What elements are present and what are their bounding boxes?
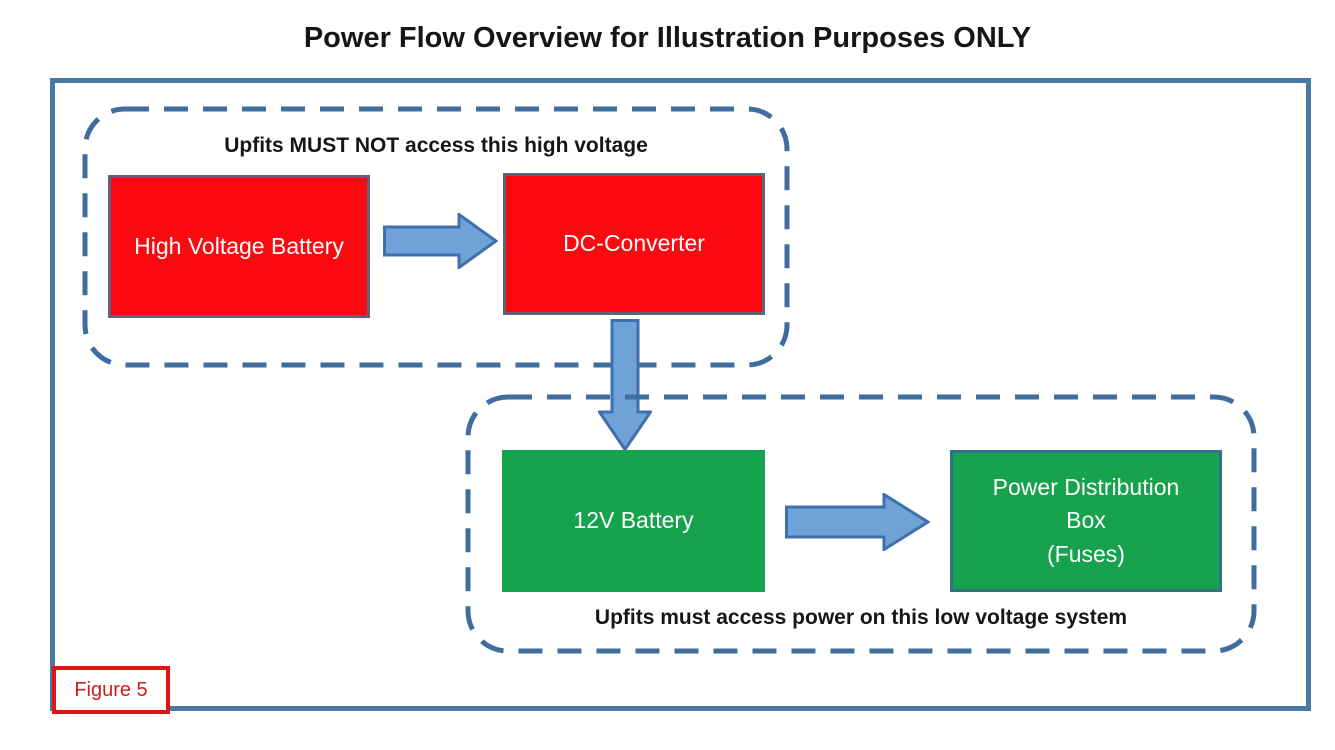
flow-arrow-right-icon — [785, 493, 930, 551]
node-high-voltage-battery: High Voltage Battery — [108, 175, 370, 318]
node-power-distribution-box-line2: Box — [1066, 507, 1106, 534]
node-12v-battery: 12V Battery — [502, 450, 765, 592]
flow-arrow-right-icon — [383, 213, 498, 269]
node-power-distribution-box: Power Distribution Box (Fuses) — [950, 450, 1222, 592]
figure-label-box: Figure 5 — [52, 666, 170, 714]
node-power-distribution-box-line3: (Fuses) — [1047, 540, 1125, 567]
node-dc-converter: DC-Converter — [503, 173, 765, 315]
page-title: Power Flow Overview for Illustration Pur… — [303, 22, 1032, 54]
figure-label: Figure 5 — [74, 678, 148, 701]
node-power-distribution-box-line1: Power Distribution — [992, 473, 1180, 500]
node-dc-converter-label: DC-Converter — [563, 230, 705, 257]
high-voltage-zone-dashed-border — [82, 106, 790, 368]
flow-arrow-down-icon — [598, 319, 652, 451]
low-voltage-zone-caption: Upfits must access power on this low vol… — [594, 606, 1128, 629]
diagram-outer-frame — [50, 78, 1311, 711]
node-12v-battery-label: 12V Battery — [573, 507, 694, 534]
high-voltage-zone-caption: Upfits MUST NOT access this high voltage — [224, 134, 648, 157]
low-voltage-zone-dashed-border — [465, 394, 1257, 654]
node-high-voltage-battery-label: High Voltage Battery — [134, 232, 344, 259]
